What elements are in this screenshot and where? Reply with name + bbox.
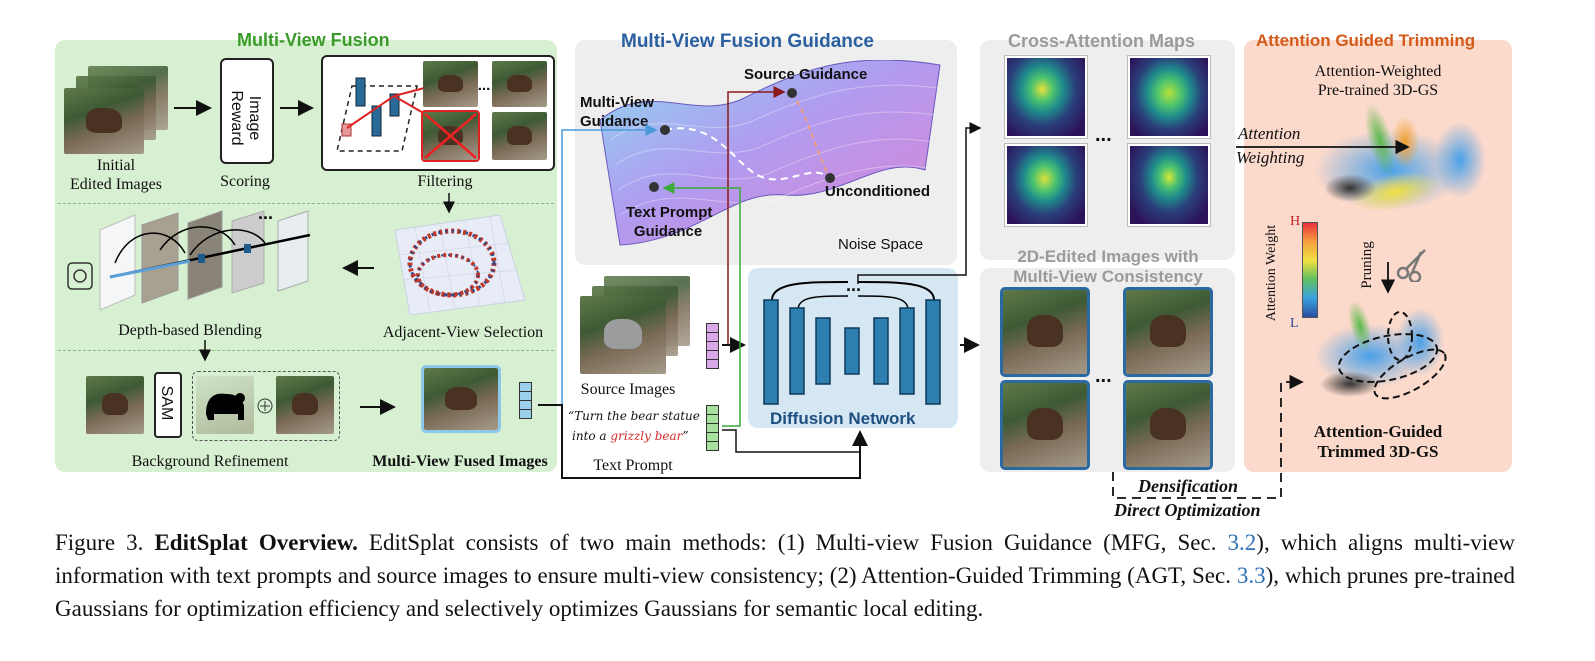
figure-caption: Figure 3. EditSplat Overview. EditSplat … bbox=[55, 526, 1515, 625]
edited-image-4 bbox=[1123, 380, 1213, 470]
weighted-gaussians bbox=[1315, 103, 1486, 212]
bear-mask-icon bbox=[206, 393, 245, 420]
edited-images-title: 2D-Edited Images with Multi-View Consist… bbox=[1013, 247, 1203, 286]
prompt-line-1: “Turn the bear statue bbox=[568, 409, 700, 423]
text-prompt-guidance-label: Text Prompt Guidance bbox=[626, 204, 713, 240]
noise-space-surface bbox=[599, 60, 941, 246]
edited-image-1 bbox=[1000, 287, 1090, 377]
weighting-word: Weighting bbox=[1236, 148, 1305, 167]
background-refinement-label: Background Refinement bbox=[131, 453, 289, 470]
fusion-title: Multi-View Fusion bbox=[237, 30, 390, 50]
edited-ellipsis: ... bbox=[1095, 365, 1112, 387]
unet-diagram bbox=[763, 281, 941, 405]
initial-image-front bbox=[64, 88, 144, 154]
unconditioned-label: Unconditioned bbox=[825, 183, 930, 200]
caption-figure-number: Figure 3. bbox=[55, 530, 144, 555]
source-image-front bbox=[580, 296, 666, 374]
attention-ellipsis: ... bbox=[1095, 124, 1112, 146]
depth-blending-label: Depth-based Blending bbox=[118, 322, 262, 339]
prompt-text-part: into a bbox=[572, 429, 611, 443]
noise-space-label: Noise Space bbox=[838, 236, 924, 253]
cross-attention-title: Cross-Attention Maps bbox=[1008, 31, 1196, 51]
initial-images-label: Initial Edited Images bbox=[70, 157, 162, 193]
fused-image bbox=[421, 365, 501, 433]
weighted-3dgs-label: Attention-Weighted Pre-trained 3D-GS bbox=[1314, 63, 1442, 99]
caption-text-3: ), which prunes pre-trained Gaussians fo… bbox=[55, 563, 1515, 621]
trimmed-3dgs-label: Attention-Guided Trimmed 3D-GS bbox=[1313, 422, 1443, 461]
direct-optimization-label: Direct Optimization bbox=[1114, 500, 1261, 520]
depth-blending-diagram bbox=[67, 210, 311, 311]
filter-view-3 bbox=[492, 112, 547, 160]
caption-ref-3-2[interactable]: 3.2 bbox=[1227, 530, 1257, 555]
blend-ellipsis: ... bbox=[258, 203, 274, 223]
source-images-label: Source Images bbox=[580, 381, 676, 398]
background-input-image bbox=[86, 376, 144, 434]
caption-text-2: ), which aligns multi-view information w… bbox=[55, 530, 1515, 588]
trimming-title: Attention Guided Trimming bbox=[1256, 31, 1476, 50]
attention-word: Attention bbox=[1238, 124, 1301, 143]
fusion-divider-2 bbox=[58, 350, 554, 351]
caption-text-1: EditSplat consists of two main methods: … bbox=[357, 530, 1228, 555]
refined-background-image bbox=[276, 376, 334, 434]
attention-map-4 bbox=[1128, 144, 1210, 226]
fusion-divider-1 bbox=[58, 203, 554, 204]
image-reward-box bbox=[220, 58, 274, 164]
text-prompt-label: Text Prompt bbox=[593, 457, 673, 474]
guidance-title: Multi-View Fusion Guidance bbox=[621, 31, 875, 52]
filter-ellipsis: ... bbox=[477, 77, 491, 94]
sam-box bbox=[154, 372, 182, 438]
attention-map-3 bbox=[1005, 144, 1087, 226]
text-token-stack bbox=[706, 405, 719, 451]
attention-map-2 bbox=[1128, 56, 1210, 138]
source-guidance-label: Source Guidance bbox=[744, 66, 868, 83]
edited-image-2 bbox=[1123, 287, 1213, 377]
edited-image-3 bbox=[1000, 380, 1090, 470]
reject-cross-icon bbox=[424, 113, 477, 159]
colorbar-high: H bbox=[1290, 214, 1301, 229]
attention-map-1 bbox=[1005, 56, 1087, 138]
adjacent-view-diagram bbox=[394, 215, 526, 315]
prompt-close-quote: ” bbox=[682, 429, 689, 443]
densification-label: Densification bbox=[1138, 476, 1239, 496]
connector-arrows bbox=[174, 86, 1410, 499]
filter-view-1 bbox=[423, 61, 478, 107]
colorbar-low: L bbox=[1290, 316, 1299, 331]
source-token-stack bbox=[706, 323, 719, 369]
attention-colorbar bbox=[1302, 222, 1318, 318]
fused-images-label: Multi-View Fused Images bbox=[372, 453, 548, 470]
filtering-label: Filtering bbox=[417, 173, 473, 190]
multi-view-guidance-label: Multi-View Guidance bbox=[580, 94, 654, 130]
fused-token-stack bbox=[519, 382, 532, 419]
scoring-label: Scoring bbox=[220, 173, 270, 190]
diffusion-network-label: Diffusion Network bbox=[770, 409, 916, 428]
caption-title: EditSplat Overview. bbox=[154, 530, 358, 555]
caption-ref-3-3[interactable]: 3.3 bbox=[1236, 563, 1266, 588]
prompt-highlight: grizzly bear bbox=[610, 429, 683, 443]
prompt-line-2: into a grizzly bear” bbox=[572, 426, 689, 446]
adjacent-view-label: Adjacent-View Selection bbox=[382, 324, 544, 341]
trimmed-gaussians bbox=[1315, 300, 1447, 400]
plus-circle-icon bbox=[257, 398, 273, 414]
scissors-icon bbox=[1396, 249, 1426, 282]
filter-view-2 bbox=[492, 61, 547, 107]
refinement-group bbox=[192, 371, 340, 441]
